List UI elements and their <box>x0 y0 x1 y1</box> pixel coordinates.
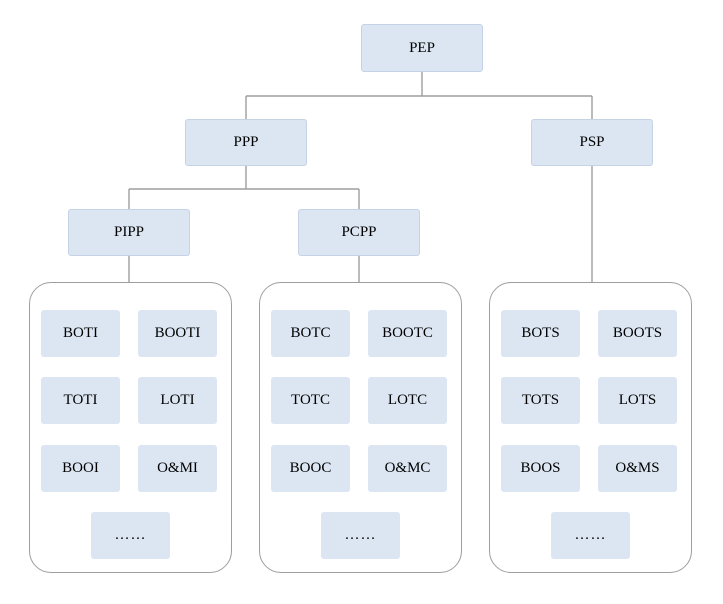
leaf-boo-i-sub: I <box>93 460 99 476</box>
node-pipp[interactable]: PIPP <box>68 209 190 256</box>
leaf-ellipsis-c: …… <box>321 512 400 559</box>
leaf-boo-c-sub: C <box>321 460 332 476</box>
leaf-boot-s-base: BOOT <box>612 325 654 341</box>
leaf-lot-s-sub: S <box>647 392 657 408</box>
leaf-boo-i-base: BOO <box>62 460 94 476</box>
leaf-tot-c-sub: C <box>319 392 330 408</box>
leaf-lot-i-base: LOT <box>160 392 190 408</box>
pcpp-group-box <box>259 282 462 573</box>
node-psp[interactable]: PSP <box>531 119 653 166</box>
node-pep[interactable]: PEP <box>361 24 483 72</box>
leaf-om-s-sub: S <box>651 460 660 476</box>
node-psp-label: PSP <box>579 134 605 150</box>
leaf-tot-c-base: TOT <box>291 392 320 408</box>
leaf-ellipsis-s-label: …… <box>574 527 607 543</box>
leaf-boo-s-sub: S <box>552 460 561 476</box>
psp-group-box <box>489 282 692 573</box>
leaf-bot-i-base: BOT <box>63 325 93 341</box>
leaf-tot-s-base: TOT <box>521 392 551 408</box>
leaf-boot-i-base: BOOT <box>154 325 196 341</box>
leaf-lot-c-sub: C <box>417 392 428 408</box>
leaf-lot-i-sub: I <box>189 392 195 408</box>
node-ppp[interactable]: PPP <box>185 119 307 166</box>
leaf-lot-c-base: LOT <box>387 392 418 408</box>
leaf-boo-c-base: BOO <box>289 460 322 476</box>
leaf-bot-c-sub: C <box>320 325 331 341</box>
leaf-boot-i-sub: I <box>195 325 201 341</box>
leaf-ellipsis-i: …… <box>91 512 170 559</box>
node-pipp-label: PIPP <box>113 224 145 240</box>
leaf-bot-s-base: BOT <box>521 325 552 341</box>
leaf-ellipsis-i-label: …… <box>114 527 147 543</box>
node-pep-label: PEP <box>409 39 435 56</box>
leaf-om-i-base: O&M <box>157 460 193 476</box>
leaf-om-c-sub: C <box>420 460 431 476</box>
node-ppp-label: PPP <box>233 134 259 150</box>
leaf-ellipsis-s: …… <box>551 512 630 559</box>
leaf-om-s-base: O&M <box>615 460 652 476</box>
leaf-tot-s-sub: S <box>550 392 560 408</box>
leaf-om-i-sub: I <box>192 460 198 476</box>
leaf-bot-i-sub: I <box>93 325 98 341</box>
leaf-boot-s-sub: S <box>653 325 663 341</box>
leaf-bot-s-sub: S <box>551 325 560 341</box>
leaf-om-c-base: O&M <box>384 460 421 476</box>
leaf-bot-c-base: BOT <box>290 325 321 341</box>
leaf-boot-c-sub: C <box>422 325 433 341</box>
node-pcpp[interactable]: PCPP <box>298 209 420 256</box>
leaf-boot-c-base: BOOT <box>382 325 423 341</box>
leaf-boo-s-base: BOO <box>520 460 553 476</box>
leaf-tot-i-sub: I <box>92 392 98 408</box>
leaf-ellipsis-c-label: …… <box>344 527 377 543</box>
pipp-group-box <box>29 282 232 573</box>
leaf-tot-i-base: TOT <box>63 392 93 408</box>
leaf-lot-s-base: LOT <box>618 392 648 408</box>
node-pcpp-label: PCPP <box>341 224 377 240</box>
